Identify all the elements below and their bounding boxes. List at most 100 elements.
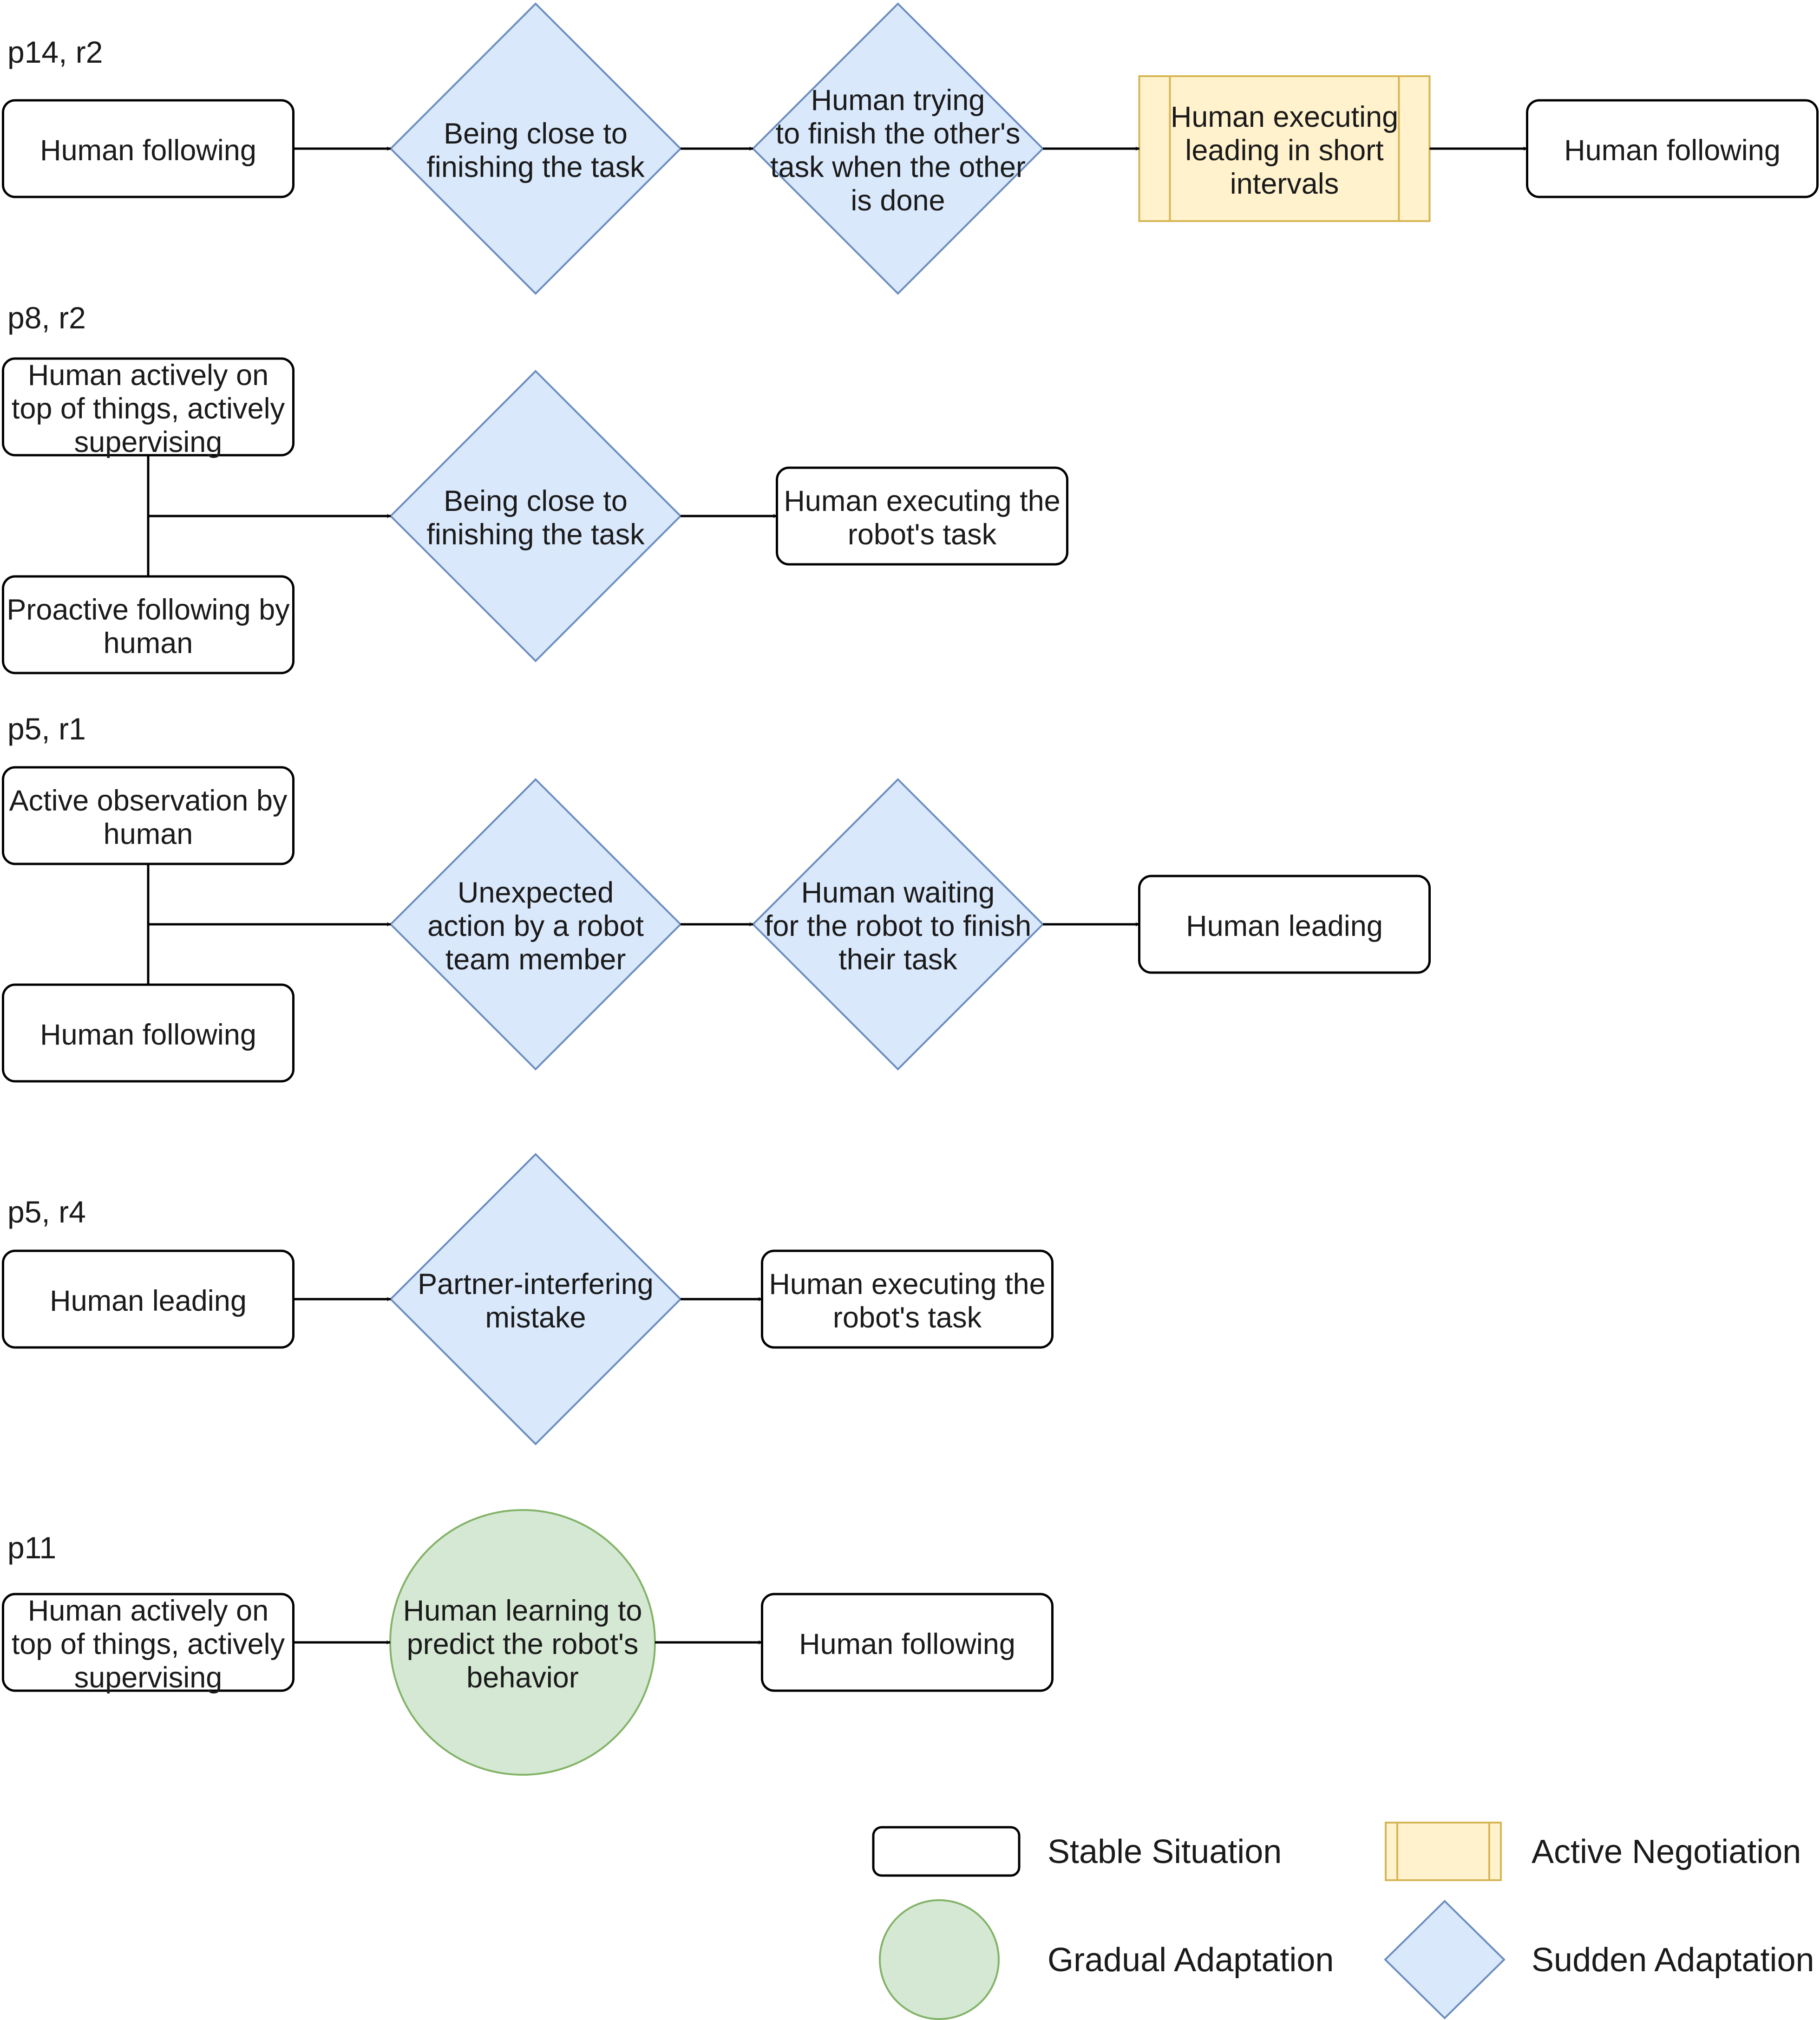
section-label: p8, r2: [7, 301, 86, 335]
node-label-line: is done: [851, 184, 945, 217]
node-label: Human leading: [1186, 910, 1383, 942]
sudden-adaptation-shape: [752, 778, 1044, 1071]
node-label-line: Human leading: [1186, 910, 1383, 942]
stable-situation-node: Human leading: [1138, 875, 1431, 974]
legend: Stable Situation Active NegotiationGradua…: [872, 1822, 1814, 2020]
node-label-line: mistake: [485, 1301, 586, 1334]
legend-swatch-stable-situation: [872, 1826, 1021, 1877]
node-label-line: their task: [838, 943, 957, 976]
node-label-line: Human actively on: [28, 1595, 268, 1627]
section-label: p5, r1: [7, 712, 86, 746]
section-label: p11: [7, 1530, 56, 1565]
node-label-line: Active observation by: [9, 784, 288, 817]
stable-situation-node: Human following: [2, 983, 295, 1083]
section-label: p14, r2: [7, 35, 103, 69]
active-negotiation-shape: [1138, 75, 1431, 222]
node-label-line: behavior: [466, 1661, 579, 1694]
node-label-line: finishing the task: [426, 151, 645, 183]
node-label-line: Human executing the: [784, 485, 1060, 517]
node-label-line: Human following: [1564, 134, 1781, 167]
node-label: Human following: [1564, 134, 1781, 167]
node-label: Human following: [799, 1628, 1015, 1660]
sudden-adaptation-shape: [752, 2, 1044, 295]
node-label-line: robot's task: [848, 518, 997, 551]
node-label-line: supervising: [74, 1661, 223, 1694]
legend-label: Sudden Adaptation: [1532, 1942, 1814, 1979]
node-label-line: Human following: [40, 1019, 256, 1051]
stable-situation-node: Human following: [761, 1593, 1054, 1692]
node-label-line: human: [104, 627, 193, 660]
stable-situation-node: Human leading: [2, 1249, 295, 1349]
node-label-line: Unexpected: [458, 876, 614, 909]
node-label: Human following: [40, 1019, 256, 1051]
legend-item: Sudden Adaptation: [1384, 1900, 1814, 2020]
legend-swatch-gradual-adaptation: [879, 1899, 1000, 2020]
node-label-line: Human actively on: [28, 359, 268, 392]
node-label-line: Human following: [799, 1628, 1015, 1660]
legend-swatch-sudden-adaptation: [1384, 1900, 1506, 2020]
node-label-line: finishing the task: [426, 518, 645, 551]
node-label-line: Being close to: [444, 118, 628, 150]
stable-situation-node: Human following: [2, 99, 295, 198]
node-label-line: Human executing the: [769, 1268, 1045, 1301]
sudden-adaptation-shape: [389, 778, 682, 1071]
node-label-line: Proactive following by: [7, 594, 290, 626]
legend-item: Stable Situation: [872, 1826, 1282, 1877]
node-label-line: top of things, actively: [12, 392, 285, 425]
legend-label: Active Negotiation: [1532, 1833, 1801, 1870]
section-label: p5, r4: [7, 1195, 86, 1229]
node-label-line: Human waiting: [801, 876, 995, 909]
stable-situation-node: Human following: [1526, 99, 1819, 198]
legend-swatch-active-negotiation: [1385, 1822, 1502, 1881]
node-label-line: Human learning to: [403, 1595, 642, 1627]
node-label-line: supervising: [74, 426, 223, 458]
node-label: Human following: [40, 134, 256, 167]
node-label-line: robot's task: [833, 1301, 982, 1334]
node-label-line: action by a robot: [427, 910, 644, 942]
node-label-line: to finish the other's: [776, 118, 1021, 150]
node-label-line: leading in short: [1185, 134, 1384, 167]
sudden-adaptation-shape: [389, 370, 682, 662]
node-label-line: Human leading: [50, 1285, 247, 1317]
node-label-line: predict the robot's: [407, 1628, 639, 1660]
node-label-line: Partner-interfering: [418, 1268, 654, 1301]
node-label-line: Being close to: [444, 485, 628, 517]
node-label-line: human: [104, 818, 193, 850]
legend-item: Gradual Adaptation: [879, 1899, 1334, 2020]
node-label-line: task when the other: [770, 151, 1026, 183]
node-label-line: team member: [445, 943, 626, 976]
node-label: Human leading: [50, 1285, 247, 1317]
node-label-line: intervals: [1230, 168, 1339, 200]
legend-label: Gradual Adaptation: [1047, 1942, 1334, 1979]
